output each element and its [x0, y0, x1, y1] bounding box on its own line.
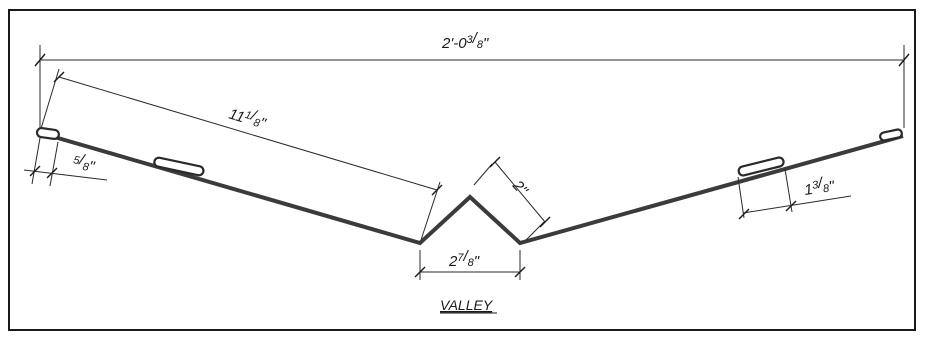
- left-hem-ext-inner: [49, 141, 59, 187]
- slope-length-ext-left: [39, 68, 60, 133]
- valley-panel-outline: [43, 132, 904, 246]
- left-lock-hem: [153, 156, 205, 177]
- right-hem-tick-right: [785, 200, 797, 212]
- left-edge-hem: [35, 126, 60, 140]
- rib-height-dimension: 2": [473, 156, 551, 241]
- rib-width-tick-left: [414, 266, 426, 278]
- right-edge-hem: [879, 128, 903, 142]
- rib-width-dimension: 27/8": [414, 248, 526, 280]
- slope-length-dim-line: [58, 76, 438, 191]
- right-hem-tick-left: [738, 208, 750, 220]
- rib-height-dim-line: [494, 161, 546, 223]
- left-hem-label: 5/8": [71, 150, 97, 176]
- overall-width-tick-right: [898, 53, 910, 67]
- rib-height-tick-top: [489, 156, 501, 168]
- rib-height-tick-bottom: [539, 216, 551, 228]
- right-hem-dim-line: [742, 195, 852, 214]
- rib-width-label: 27/8": [448, 248, 480, 270]
- left-hem-tick-right: [46, 167, 58, 179]
- left-hem-dimension: 5/8": [23, 137, 108, 187]
- right-hem-dimension: 13/8": [737, 168, 852, 220]
- rib-height-label: 2": [508, 177, 531, 200]
- overall-width-label: 2'-03/8": [441, 30, 489, 52]
- left-hem-tick-left: [29, 165, 41, 177]
- slope-length-ext-right: [419, 181, 441, 244]
- rib-height-ext-top: [473, 163, 493, 186]
- right-hem-ext-inner: [784, 168, 793, 213]
- diagram-title: VALLEY: [440, 297, 494, 313]
- slope-length-dimension: 111/8": [39, 68, 443, 244]
- rib-height-ext-bottom: [525, 221, 545, 241]
- metal-profile: [35, 126, 904, 246]
- slope-length-tick-left: [53, 71, 65, 83]
- slope-length-tick-right: [431, 184, 443, 196]
- right-lock-hem: [737, 156, 785, 177]
- right-hem-label: 13/8": [802, 173, 836, 199]
- left-hem-ext-outer: [31, 137, 41, 185]
- left-hem-dim-line: [23, 169, 108, 181]
- slope-length-label: 111/8": [227, 101, 270, 133]
- overall-width-dimension: 2'-03/8": [34, 30, 910, 128]
- right-hem-ext-outer: [737, 176, 745, 219]
- rib-width-tick-right: [514, 266, 526, 278]
- overall-width-tick-left: [34, 53, 46, 67]
